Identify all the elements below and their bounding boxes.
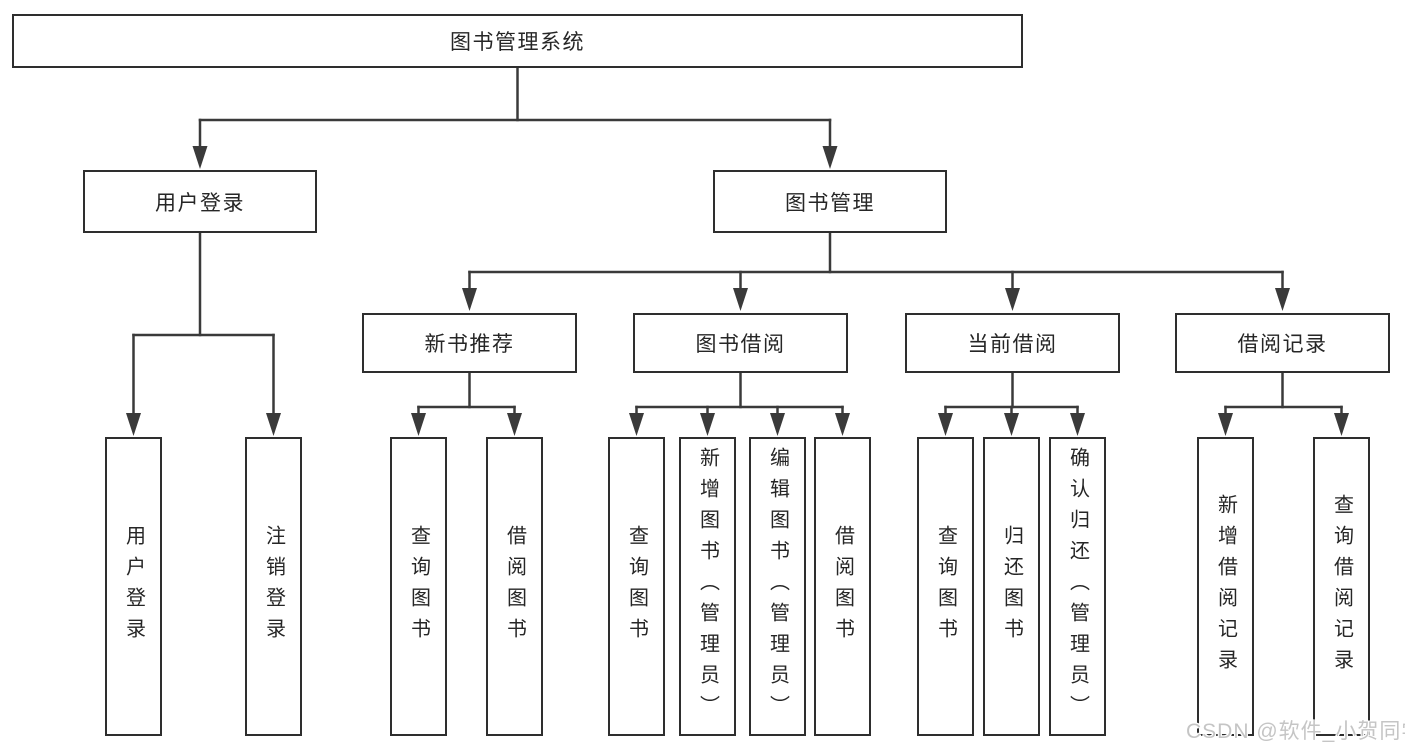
leaf-newbook-query-book: 查询图书 xyxy=(390,437,447,736)
node-label: 查询图书 xyxy=(407,524,430,649)
node-label: 新增图书（管理员） xyxy=(696,447,719,726)
node-label: 确认归还（管理员） xyxy=(1066,447,1089,726)
node-label: 借阅图书 xyxy=(831,524,854,649)
leaf-borrow-add-book-admin: 新增图书（管理员） xyxy=(679,437,736,736)
leaf-current-confirm-return-admin: 确认归还（管理员） xyxy=(1049,437,1106,736)
node-current-borrow: 当前借阅 xyxy=(905,313,1120,373)
leaf-record-query-record: 查询借阅记录 xyxy=(1313,437,1370,736)
leaf-borrow-query-book: 查询图书 xyxy=(608,437,665,736)
node-root: 图书管理系统 xyxy=(12,14,1023,68)
node-label: 图书管理 xyxy=(785,191,875,215)
node-label: 查询图书 xyxy=(625,524,648,649)
node-label: 新书推荐 xyxy=(424,333,515,356)
leaf-current-query-book: 查询图书 xyxy=(917,437,974,736)
node-book-borrow: 图书借阅 xyxy=(633,313,848,373)
node-label: 用户登录 xyxy=(155,191,245,215)
arrowheads xyxy=(126,146,1349,436)
leaf-current-return-book: 归还图书 xyxy=(983,437,1040,736)
leaf-record-add-record: 新增借阅记录 xyxy=(1197,437,1254,736)
node-label: 图书管理系统 xyxy=(450,31,585,54)
node-label: 归还图书 xyxy=(1000,524,1023,649)
node-borrow-record: 借阅记录 xyxy=(1175,313,1390,373)
node-label: 用户登录 xyxy=(122,524,145,649)
node-label: 借阅记录 xyxy=(1237,333,1328,356)
node-label: 当前借阅 xyxy=(967,333,1058,356)
node-user-login: 用户登录 xyxy=(83,170,317,233)
leaf-newbook-borrow-book: 借阅图书 xyxy=(486,437,543,736)
node-label: 新增借阅记录 xyxy=(1214,493,1237,680)
leaf-borrow-borrow-book: 借阅图书 xyxy=(814,437,871,736)
node-label: 查询图书 xyxy=(934,524,957,649)
node-label: 借阅图书 xyxy=(503,524,526,649)
leaf-user-login: 用户登录 xyxy=(105,437,162,736)
node-label: 查询借阅记录 xyxy=(1330,493,1353,680)
node-new-book-recommend: 新书推荐 xyxy=(362,313,577,373)
leaf-borrow-edit-book-admin: 编辑图书（管理员） xyxy=(749,437,806,736)
csdn-watermark: CSDN @软件_小贺同学 xyxy=(1186,720,1405,743)
node-label: 编辑图书（管理员） xyxy=(766,447,789,726)
leaf-logout: 注销登录 xyxy=(245,437,302,736)
node-label: 注销登录 xyxy=(262,524,285,649)
node-book-management: 图书管理 xyxy=(713,170,947,233)
node-label: 图书借阅 xyxy=(695,333,786,356)
